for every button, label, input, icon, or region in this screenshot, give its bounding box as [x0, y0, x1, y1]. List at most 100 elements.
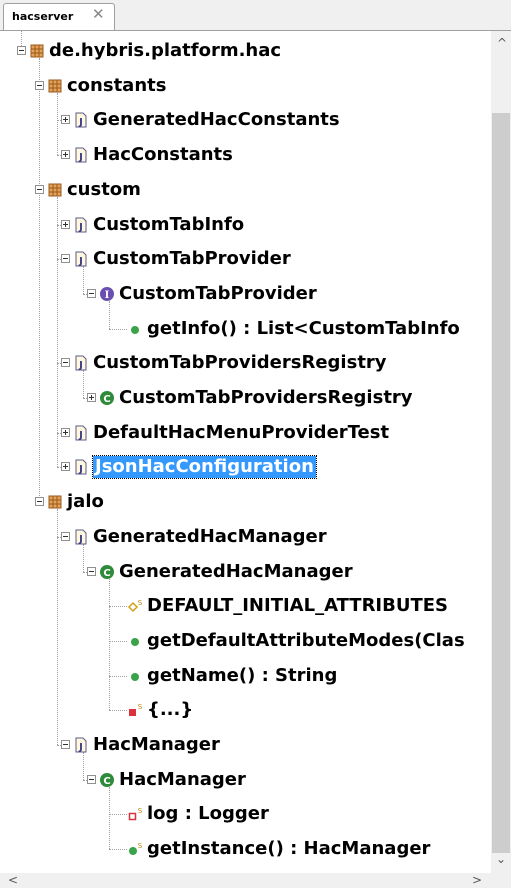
tree-node-constants[interactable]: constants	[0, 75, 491, 97]
tree-connector-line	[109, 301, 110, 329]
editor-tab-bar: hacserver ✕	[0, 0, 511, 31]
collapse-toggle-icon[interactable]	[35, 81, 44, 90]
tree-node-get-default-attribute-modes[interactable]: getDefaultAttributeModes(Clas	[0, 630, 491, 652]
svg-text:J: J	[78, 256, 83, 267]
tree-node-label: HacManager	[119, 769, 246, 790]
tree-node-de-hybris-platform-hac[interactable]: de.hybris.platform.hac	[0, 40, 491, 62]
tree-node-custom[interactable]: custom	[0, 179, 491, 201]
public-method-icon	[127, 321, 143, 337]
scroll-left-icon[interactable]: <	[8, 873, 19, 887]
tree-connector-line	[57, 197, 58, 467]
scroll-right-icon[interactable]: >	[472, 873, 483, 887]
tree-node-label: GeneratedHacConstants	[93, 109, 340, 130]
svg-text:C: C	[103, 394, 110, 405]
collapse-toggle-icon[interactable]	[35, 185, 44, 194]
tree-connector-stub	[57, 363, 61, 364]
collapse-toggle-icon[interactable]	[87, 289, 96, 298]
collapse-toggle-icon[interactable]	[17, 46, 26, 55]
collapse-toggle-icon[interactable]	[61, 532, 70, 541]
tree-node-label: constants	[67, 75, 167, 96]
collapse-toggle-icon[interactable]	[87, 775, 96, 784]
public-method-icon	[127, 633, 143, 649]
tree-connector-stub	[57, 155, 61, 156]
vertical-scroll-thumb[interactable]	[492, 113, 510, 853]
collapse-toggle-icon[interactable]	[61, 254, 70, 263]
expand-toggle-icon[interactable]	[87, 393, 96, 402]
tree-connector-line	[83, 370, 84, 398]
tree-node-label: CustomTabInfo	[93, 214, 245, 235]
scroll-up-icon[interactable]: ^	[497, 36, 508, 50]
tree-node-custom-tab-provider-interface[interactable]: I CustomTabProvider	[0, 283, 491, 305]
collapse-toggle-icon[interactable]	[61, 740, 70, 749]
public-static-method-icon: S	[127, 841, 143, 857]
static-initializer-icon: S	[127, 702, 143, 718]
tree-node-jalo[interactable]: jalo	[0, 491, 491, 513]
svg-text:J: J	[78, 430, 83, 441]
tree-node-hac-manager-class[interactable]: C HacManager	[0, 769, 491, 791]
java-file-icon: J	[73, 737, 89, 753]
svg-text:C: C	[103, 776, 110, 787]
tree-node-label: custom	[67, 179, 141, 200]
horizontal-scrollbar[interactable]: < >	[0, 873, 491, 888]
tree-node-label: CustomTabProvidersRegistry	[93, 352, 387, 373]
collapse-toggle-icon[interactable]	[35, 497, 44, 506]
tree-connector-stub	[83, 398, 87, 399]
svg-text:S: S	[138, 599, 143, 607]
expand-toggle-icon[interactable]	[61, 428, 70, 437]
collapse-toggle-icon[interactable]	[87, 567, 96, 576]
tree-node-get-info[interactable]: getInfo() : List<CustomTabInfo	[0, 318, 491, 340]
tree-node-custom-tab-providers-registry-class[interactable]: C CustomTabProvidersRegistry	[0, 387, 491, 409]
scroll-down-icon[interactable]: ⌄	[496, 852, 507, 866]
expand-toggle-icon[interactable]	[61, 462, 70, 471]
vertical-scrollbar[interactable]: ^ ⌄	[491, 31, 511, 873]
divider	[0, 30, 511, 31]
svg-text:J: J	[78, 117, 83, 128]
package-icon	[47, 182, 63, 198]
class-icon: C	[99, 772, 115, 788]
tree-node-label: GeneratedHacManager	[93, 526, 327, 547]
collapse-toggle-icon[interactable]	[61, 358, 70, 367]
java-file-icon: J	[73, 529, 89, 545]
tab-label: hacserver	[12, 10, 74, 23]
tree-connector-line	[39, 58, 40, 502]
tree-connector-line	[57, 509, 58, 745]
public-method-icon	[127, 668, 143, 684]
tree-connector-line	[83, 266, 84, 294]
static-field-icon: S	[127, 598, 143, 614]
tab-hacserver[interactable]: hacserver ✕	[3, 3, 115, 31]
tree-node-generated-hac-constants[interactable]: J GeneratedHacConstants	[0, 109, 491, 131]
svg-text:J: J	[78, 360, 83, 371]
scrollbar-corner	[491, 873, 511, 888]
private-static-field-icon: S	[127, 806, 143, 822]
tree-node-label: HacConstants	[93, 144, 233, 165]
expand-toggle-icon[interactable]	[61, 220, 70, 229]
close-icon[interactable]: ✕	[92, 5, 105, 23]
java-file-icon: J	[73, 147, 89, 163]
tree-connector-stub	[83, 572, 87, 573]
tree-connector-stub	[57, 259, 61, 260]
java-file-icon: J	[73, 425, 89, 441]
tree-node-custom-tab-providers-registry-file[interactable]: J CustomTabProvidersRegistry	[0, 352, 491, 374]
tree-connector-stub	[109, 641, 127, 642]
expand-toggle-icon[interactable]	[61, 150, 70, 159]
tree-node-label: CustomTabProvidersRegistry	[119, 387, 413, 408]
tree-node-label: CustomTabProvider	[119, 283, 317, 304]
expand-toggle-icon[interactable]	[61, 115, 70, 124]
tree-connector-stub	[109, 329, 127, 330]
tree-node-get-name[interactable]: getName() : String	[0, 665, 491, 687]
svg-text:I: I	[105, 290, 110, 301]
tree-connector-stub	[109, 849, 127, 850]
tree-node-static-initializer[interactable]: S{...}	[0, 699, 491, 721]
